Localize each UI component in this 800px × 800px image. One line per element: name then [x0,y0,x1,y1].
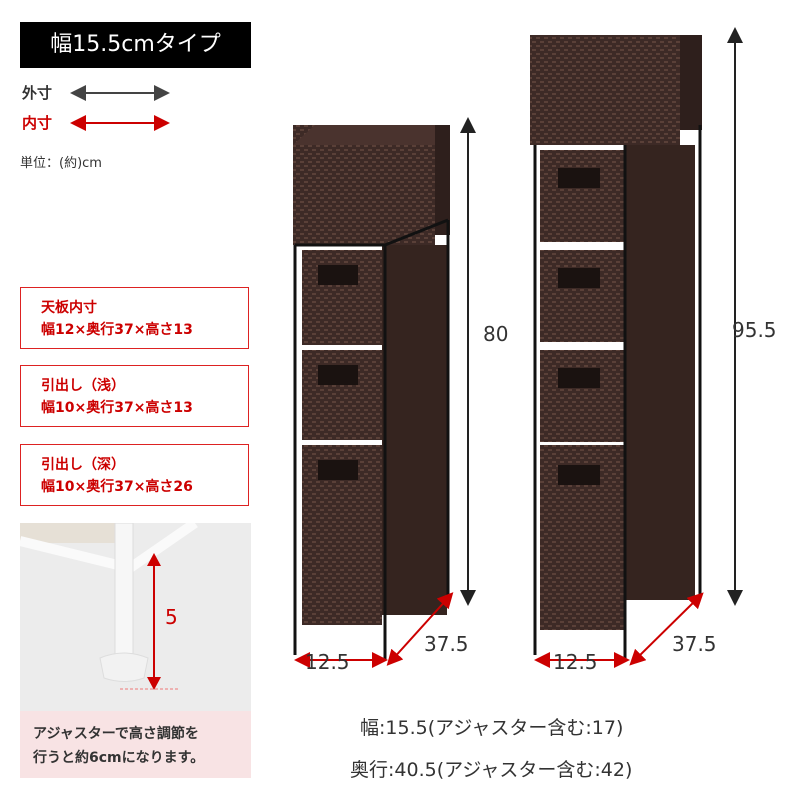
left-unit [293,117,476,668]
caption-line: アジャスターで高さ調節を [33,726,199,742]
spec-size: 幅12×奥行37×高さ13 [41,322,193,338]
product-illustration [293,27,743,668]
spec-name: 天板内寸 [41,300,97,316]
adjuster-caption: アジャスターで高さ調節を行うと約6cmになります。 [20,711,251,778]
spec-name: 引出し（深） [41,457,125,473]
unit-label: 単位：(約)cm [20,156,102,171]
left-height: 80 [483,322,509,346]
adjuster-height: 5 [165,605,178,629]
adjuster-photo: 5 [18,518,251,711]
right-depth: 37.5 [672,632,717,656]
right-width: 12.5 [553,650,598,674]
left-width: 12.5 [305,650,350,674]
footer-width: 幅:15.5(アジャスター含む:17) [360,717,624,739]
type-title: 幅15.5cmタイプ [20,22,251,68]
spec-deep-drawer: 引出し（深） 幅10×奥行37×高さ26 [20,444,249,506]
legend-arrows-icon [70,85,170,131]
spec-top-board: 天板内寸幅12×奥行37×高さ13 [20,287,249,349]
right-unit [530,27,743,668]
caption-line: 行うと約6cmになります。 [33,750,205,766]
left-depth: 37.5 [424,632,469,656]
spec-size: 幅10×奥行37×高さ26 [41,479,193,495]
legend-inner: 内寸 [22,114,53,132]
footer-depth: 奥行:40.5(アジャスター含む:42) [350,759,633,781]
right-height: 95.5 [732,318,777,342]
spec-size: 幅10×奥行37×高さ13 [41,400,193,416]
legend-outer: 外寸 [22,84,53,102]
spec-shallow-drawer: 引出し（浅） 幅10×奥行37×高さ13 [20,365,249,427]
spec-name: 引出し（浅） [41,378,125,394]
